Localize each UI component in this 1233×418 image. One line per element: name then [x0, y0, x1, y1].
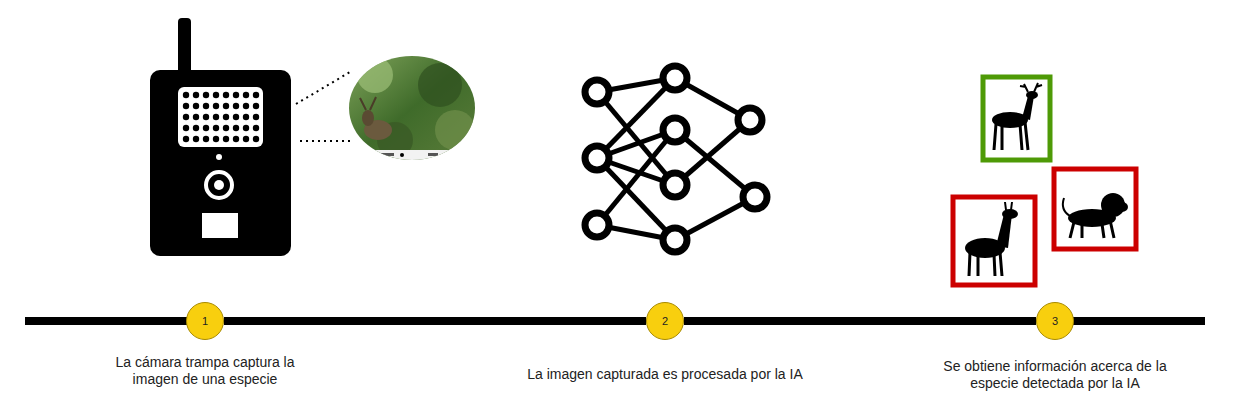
- lion-frame: [1054, 169, 1136, 249]
- callout-number: 2: [662, 316, 668, 327]
- callout-number: 3: [1052, 316, 1058, 327]
- step-caption: Se obtiene información acerca de la espe…: [938, 358, 1173, 392]
- step-caption: La imagen capturada es procesada por la …: [500, 366, 830, 383]
- step-circle: 2: [646, 302, 684, 340]
- timeline-connector: [684, 321, 1036, 322]
- captured-photo: [349, 56, 475, 162]
- callout-number: 1: [202, 316, 208, 327]
- leader-line: [296, 72, 352, 141]
- camera-trap: [150, 18, 291, 256]
- timeline-connector: [224, 321, 646, 322]
- neural-network: [585, 66, 767, 252]
- step-circle: 3: [1036, 302, 1074, 340]
- timeline-bar: [1070, 317, 1205, 325]
- timeline-bar: [25, 317, 190, 325]
- llama-frame: [953, 197, 1035, 285]
- step-caption: La cámara trampa captura la imagen de un…: [98, 354, 313, 388]
- deer-frame: [983, 77, 1050, 160]
- step-circle: 1: [186, 302, 224, 340]
